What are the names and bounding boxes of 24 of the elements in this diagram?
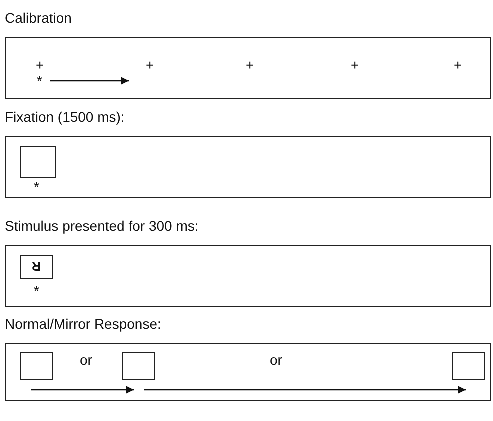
- panel-frame: [5, 37, 491, 99]
- stimulus-box: [20, 255, 53, 279]
- fixation-cross: +: [454, 58, 462, 72]
- empty-box: [20, 146, 56, 178]
- fixation-cross: +: [246, 58, 254, 72]
- asterisk-mark: *: [37, 74, 42, 88]
- or-text: or: [270, 353, 282, 367]
- or-text: or: [80, 353, 92, 367]
- asterisk-mark: *: [34, 180, 40, 194]
- empty-box: [452, 352, 485, 380]
- fixation-cross: +: [146, 58, 154, 72]
- panel-heading: Normal/Mirror Response:: [5, 316, 162, 332]
- fixation-cross: +: [36, 58, 44, 72]
- panel-frame: [5, 343, 491, 401]
- panel-heading: Fixation (1500 ms):: [5, 109, 125, 125]
- mirrored-letter: R: [30, 258, 42, 276]
- panel-heading: Stimulus presented for 300 ms:: [5, 218, 199, 234]
- panel-frame: [5, 136, 491, 198]
- asterisk-mark: *: [34, 284, 40, 298]
- empty-box: [20, 352, 53, 380]
- empty-box: [122, 352, 155, 380]
- panel-heading: Calibration: [5, 10, 72, 26]
- fixation-cross: +: [351, 58, 360, 72]
- panel-frame: [5, 245, 491, 307]
